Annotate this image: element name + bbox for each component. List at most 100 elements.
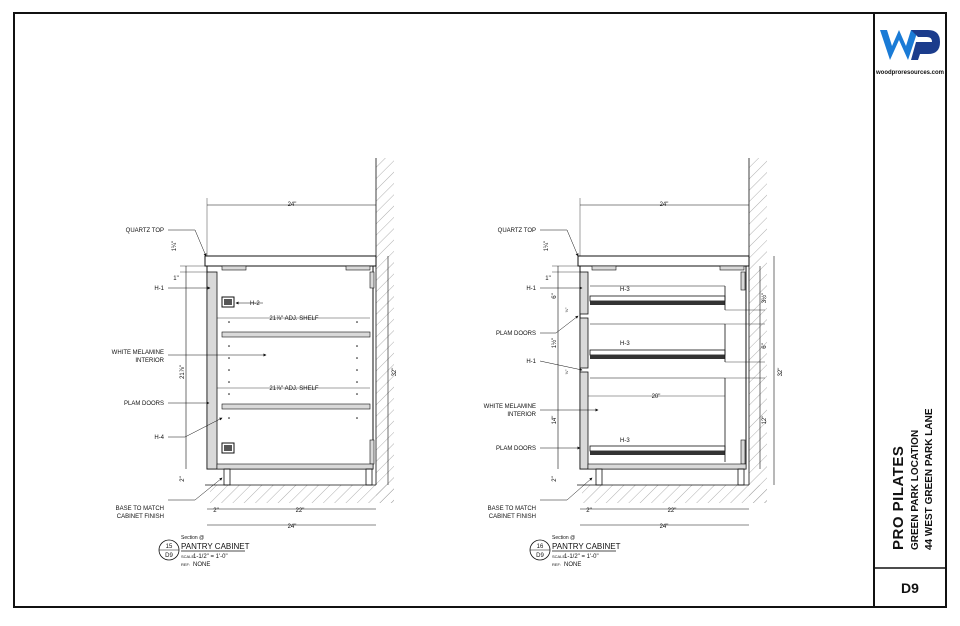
sheet-number: D9 xyxy=(901,580,919,596)
label-base-to-match: BASE TO MATCH xyxy=(116,506,164,512)
label-quartz-top: QUARTZ TOP xyxy=(126,228,164,234)
label-h2: H-2 xyxy=(250,301,260,307)
section-bubble-top: 16 xyxy=(537,544,544,550)
section-bubble-bottom: D9 xyxy=(165,553,173,559)
detail-title: PANTRY CABINET xyxy=(552,542,621,551)
back-cleat-bottom xyxy=(369,439,375,465)
dim-drawer-depth: 20" xyxy=(652,394,661,400)
brand-logo xyxy=(880,30,940,60)
drawer-box-3 xyxy=(589,377,726,462)
project-title-block: PRO PILATES xyxy=(890,446,907,550)
dim-base-height: 2" xyxy=(552,476,558,481)
label-cabinet-finish: CABINET FINISH xyxy=(489,514,536,520)
detail-right: 24" 24" 2" 22" 32" 3½" 6" 12" 6" 1½" 14"… xyxy=(484,158,784,568)
scale-value: 1-1/2" = 1'-0" xyxy=(564,554,599,560)
drawer-front-2 xyxy=(579,317,589,369)
detail-left: 24" 24" 2" 22" 32" 21⅞" 2" 1¼" 1" 21⅞" A… xyxy=(112,158,398,568)
dim-top-width: 24" xyxy=(660,202,669,208)
dim-base-depth: 22" xyxy=(296,508,305,514)
base-leg-front xyxy=(595,468,603,486)
label-h1: H-1 xyxy=(154,286,164,292)
ref-label: REF: xyxy=(181,562,190,567)
ref-value: NONE xyxy=(564,562,581,568)
dim-gap-small-b: ⅛" xyxy=(564,369,569,374)
wall-hatch xyxy=(749,158,767,503)
adj-shelf-2-label: 21⅞" ADJ. SHELF xyxy=(269,386,318,392)
section-prefix: Section @ xyxy=(552,535,575,541)
brand-website: woodproresources.com xyxy=(875,70,944,76)
dim-interior-height: 21⅞" xyxy=(180,365,186,379)
base-leg-back xyxy=(365,468,373,486)
leader-lines xyxy=(539,229,599,501)
logo-w-shape xyxy=(880,30,918,60)
section-bubble-bottom: D9 xyxy=(536,553,544,559)
dim-base-depth: 22" xyxy=(668,508,677,514)
hinge-h2-body xyxy=(224,299,232,305)
drawer-box-2 xyxy=(589,323,726,362)
top-rail-front xyxy=(221,265,247,271)
label-h1-a: H-1 xyxy=(526,286,536,292)
label-interior: INTERIOR xyxy=(507,412,536,418)
label-white-melamine: WHITE MELAMINE xyxy=(112,350,164,356)
section-bubble-top: 15 xyxy=(166,544,173,550)
hinge-h4-body xyxy=(224,445,232,451)
dim-height: 32" xyxy=(392,368,398,377)
cabinet-bottom xyxy=(587,463,747,470)
shelf-2 xyxy=(221,403,371,410)
label-base-to-match: BASE TO MATCH xyxy=(488,506,536,512)
ref-value: NONE xyxy=(193,562,210,568)
section-prefix: Section @ xyxy=(181,535,204,541)
scale-label: SCALE xyxy=(552,554,565,559)
label-quartz-top: QUARTZ TOP xyxy=(498,228,536,234)
dim-drawer-1: 3½" xyxy=(761,293,768,303)
label-h3-b: H-3 xyxy=(620,341,630,347)
quartz-top xyxy=(204,255,377,267)
scale-label: SCALE xyxy=(181,554,194,559)
label-interior: INTERIOR xyxy=(135,358,164,364)
dim-gap-b: 1½" xyxy=(551,338,558,348)
dim-bottom-width: 24" xyxy=(660,524,669,530)
scale-value: 1-1/2" = 1'-0" xyxy=(193,554,228,560)
dim-drawer-3: 12" xyxy=(762,416,768,425)
ref-label: REF: xyxy=(552,562,561,567)
label-cabinet-finish: CABINET FINISH xyxy=(117,514,164,520)
label-plam-doors-a: PLAM DOORS xyxy=(496,331,536,337)
label-h3-a: H-3 xyxy=(620,287,630,293)
label-white-melamine: WHITE MELAMINE xyxy=(484,404,536,410)
logo-p-shape xyxy=(911,30,940,60)
dim-top-thickness: 1¼" xyxy=(544,241,550,251)
dim-one-inch: 1" xyxy=(545,276,550,282)
project-address: 44 WEST GREEN PARK LANE xyxy=(924,408,935,550)
top-rail-back xyxy=(719,265,745,271)
dim-base-height: 2" xyxy=(180,476,186,481)
floor-hatch xyxy=(210,485,394,503)
top-rail-front xyxy=(591,265,617,271)
dim-height: 32" xyxy=(778,368,784,377)
project-address-group: 44 WEST GREEN PARK LANE xyxy=(924,408,935,550)
dim-gap-small-a: ⅛" xyxy=(564,307,569,312)
label-plam-doors-b: PLAM DOORS xyxy=(496,446,536,452)
base-leg-back xyxy=(737,468,745,486)
top-rail-back xyxy=(345,265,371,271)
dim-one-inch: 1" xyxy=(173,276,178,282)
back-cleat-top xyxy=(740,271,746,291)
floor-hatch xyxy=(582,485,767,503)
dim-toe-kick: 2" xyxy=(213,508,218,514)
back-cleat-top xyxy=(369,271,375,289)
dim-drawer-2: 6" xyxy=(762,343,768,348)
cabinet-box xyxy=(206,265,374,470)
dim-top-thickness: 1¼" xyxy=(172,241,178,251)
project-location-group: GREEN PARK LOCATION xyxy=(910,430,921,550)
drawer-front-1 xyxy=(579,271,589,315)
leader-lines xyxy=(168,229,267,501)
wall-hatch xyxy=(376,158,394,503)
label-plam-doors: PLAM DOORS xyxy=(124,401,164,407)
shelf-1 xyxy=(221,331,371,338)
door-panel xyxy=(206,271,218,470)
dim-gap-a: 6" xyxy=(552,293,558,298)
quartz-top xyxy=(577,255,750,267)
label-h4: H-4 xyxy=(154,435,164,441)
detail-title: PANTRY CABINET xyxy=(181,542,250,551)
